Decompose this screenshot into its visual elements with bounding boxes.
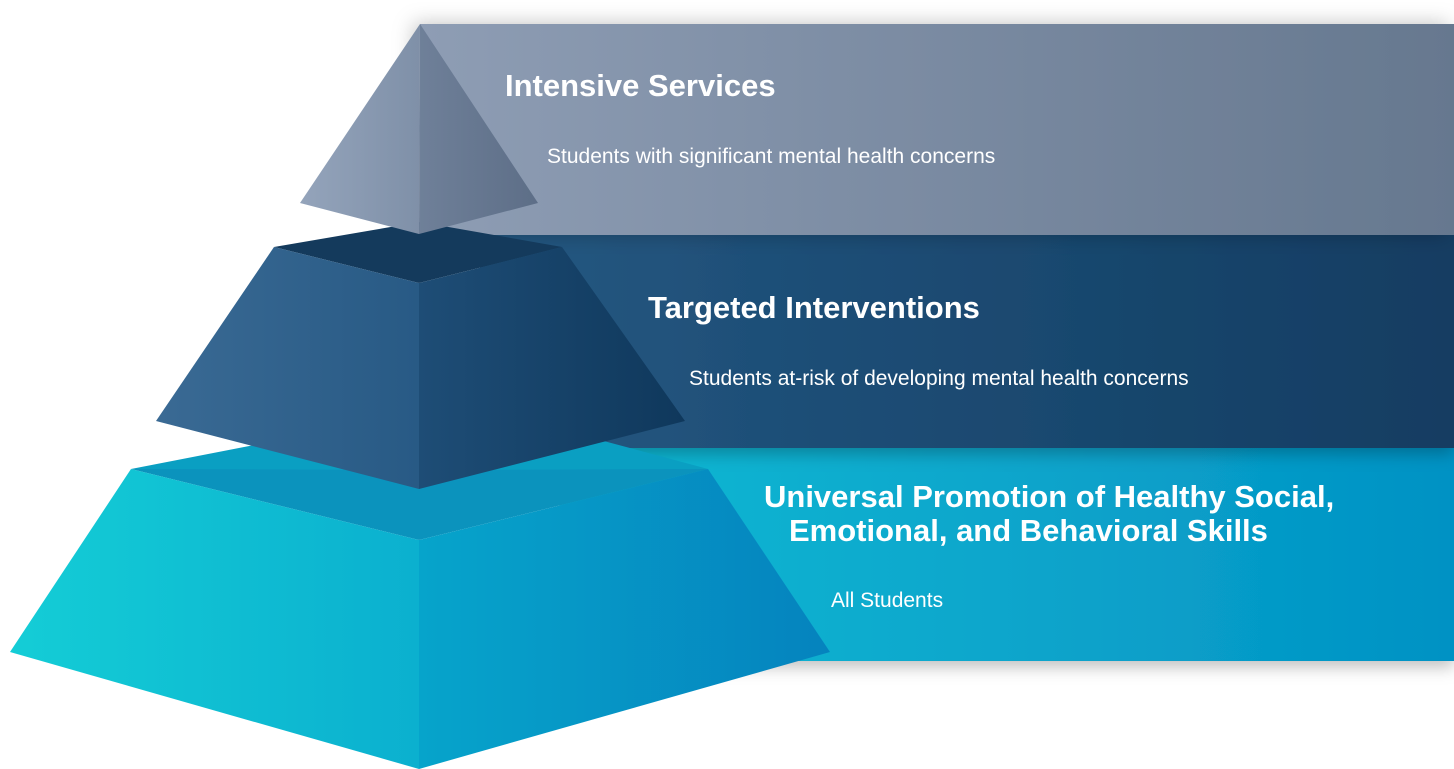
tier3-title-line2: Emotional, and Behavioral Skills xyxy=(789,513,1268,548)
pyramid-tier3-right xyxy=(419,469,830,769)
pyramid-tier2-top xyxy=(274,222,562,283)
tier3-description: All Students xyxy=(831,589,943,612)
pyramid-tier1-right xyxy=(419,24,538,234)
pyramid-tier3-top xyxy=(131,469,708,540)
tier3-text: Universal Promotion of Healthy Social, E… xyxy=(764,479,1334,612)
pyramid-tier2 xyxy=(156,222,685,489)
pyramid-tier1 xyxy=(300,24,538,234)
tier2-title: Targeted Interventions xyxy=(648,290,980,325)
tier1-title: Intensive Services xyxy=(505,68,776,103)
pyramid-tier2-right xyxy=(419,247,685,489)
tier3-title-line1: Universal Promotion of Healthy Social, xyxy=(764,479,1334,514)
pyramid-tier3 xyxy=(10,440,830,769)
tier-bands xyxy=(420,24,1454,661)
tier1-text: Intensive Services Students with signifi… xyxy=(505,68,995,168)
pyramid-tier3-left xyxy=(10,469,419,769)
pyramid xyxy=(10,24,830,769)
tier2-description: Students at-risk of developing mental he… xyxy=(689,367,1189,390)
pyramid-tier1-left xyxy=(300,24,420,234)
pyramid-tier2-left xyxy=(156,247,419,489)
tier1-description: Students with significant mental health … xyxy=(547,145,995,168)
tier2-text: Targeted Interventions Students at-risk … xyxy=(648,290,1189,390)
tier1-band xyxy=(420,24,1454,235)
